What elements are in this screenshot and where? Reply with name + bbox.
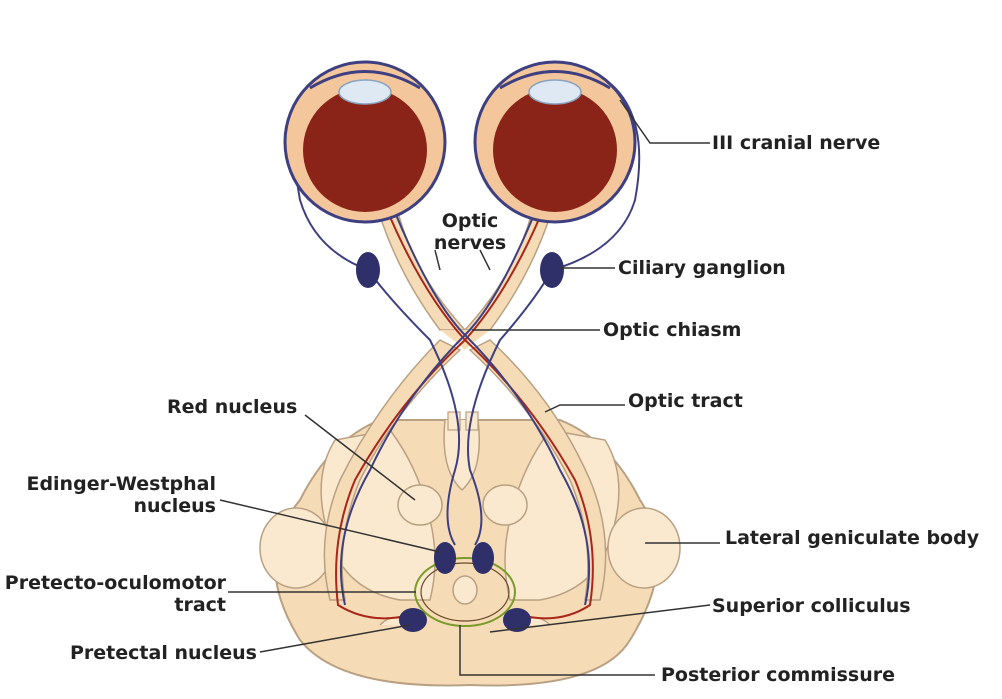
label-pretectal-nucleus: Pretectal nucleus [70, 642, 257, 664]
midbrain [259, 411, 681, 687]
red-nucleus-right [482, 484, 528, 526]
label-edinger-westphal-line1: Edinger-Westphal [26, 473, 216, 495]
label-ciliary-ganglion: Ciliary ganglion [618, 257, 786, 279]
label-posterior-commissure: Posterior commissure [661, 664, 896, 686]
pretectal-nucleus-right [503, 608, 531, 632]
red-nucleus-left [397, 484, 443, 526]
label-optic-nerves-line2: nerves [433, 232, 507, 254]
label-red-nucleus: Red nucleus [167, 396, 298, 418]
label-edinger-westphal-line2: nucleus [133, 495, 216, 517]
label-pretecto-line1: Pretecto-oculomotor [4, 572, 226, 594]
pretectal-nucleus-left [399, 608, 427, 632]
edinger-westphal-right [472, 542, 494, 574]
lateral-geniculate-left [259, 507, 333, 589]
label-optic-nerves-line1: Optic [441, 210, 499, 232]
label-optic-chiasm: Optic chiasm [603, 319, 742, 341]
label-optic-tract: Optic tract [628, 390, 743, 412]
label-lateral-geniculate-body: Lateral geniculate body [725, 527, 980, 549]
label-edinger-westphal: Edinger-Westphal nucleus [20, 473, 216, 517]
ciliary-ganglion-right [540, 252, 564, 288]
retinal-fibres [335, 204, 594, 620]
edinger-westphal-left [434, 542, 456, 574]
ciliary-ganglion-left [356, 252, 380, 288]
left-eye [283, 60, 447, 224]
label-pretecto-oculomotor-tract: Pretecto-oculomotor tract [4, 572, 226, 616]
leader-lines [219, 99, 720, 676]
label-pretecto-line2: tract [174, 594, 226, 616]
right-eye [473, 60, 637, 224]
label-optic-nerves: Optic nerves [430, 210, 510, 254]
label-iii-cranial-nerve: III cranial nerve [712, 132, 881, 154]
lateral-geniculate-right [607, 507, 681, 589]
label-superior-colliculus: Superior colliculus [712, 595, 911, 617]
